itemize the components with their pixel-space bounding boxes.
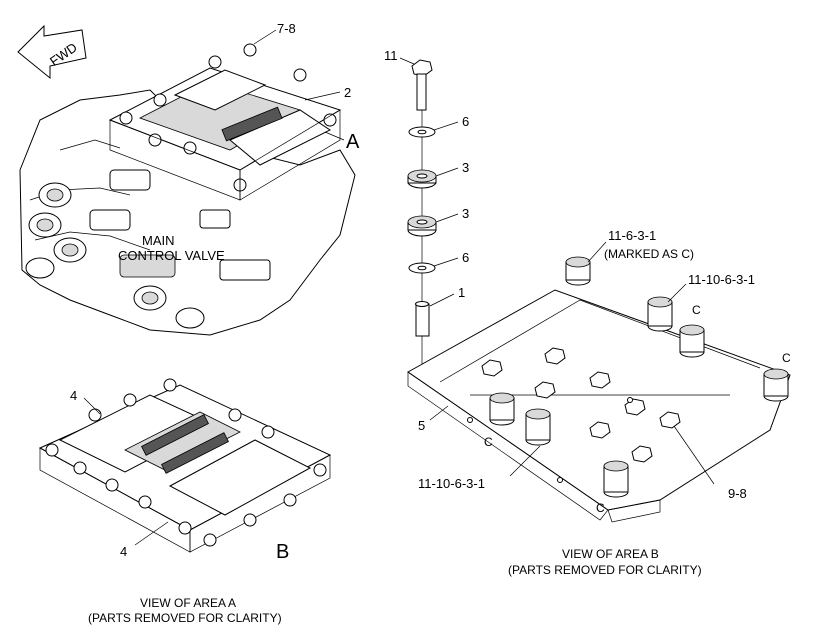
area-b-marker: B — [276, 541, 289, 563]
callout-2: 2 — [304, 85, 351, 101]
callout-6-bottom: 6 — [433, 250, 469, 267]
callout-11: 11 — [384, 48, 415, 65]
callout-11-6-3-1: 11-6-3-1 (MARKED AS C) — [587, 228, 694, 263]
svg-text:11-10-6-3-1: 11-10-6-3-1 — [418, 476, 485, 491]
svg-text:(PARTS REMOVED FOR CLARITY): (PARTS REMOVED FOR CLARITY) — [88, 611, 282, 625]
main-control-valve-illustration — [19, 43, 356, 336]
svg-text:11-10-6-3-1: 11-10-6-3-1 — [688, 272, 755, 287]
area-a-marker: A — [324, 131, 360, 153]
svg-text:3: 3 — [462, 206, 469, 221]
svg-text:9-8: 9-8 — [728, 486, 747, 501]
view-area-b-caption: VIEW OF AREA B (PARTS REMOVED FOR CLARIT… — [508, 547, 702, 577]
view-area-b-illustration — [407, 256, 791, 523]
svg-text:CONTROL VALVE: CONTROL VALVE — [118, 248, 225, 263]
main-control-valve-label: MAIN CONTROL VALVE — [118, 233, 225, 263]
svg-text:5: 5 — [418, 418, 425, 433]
callout-1: 1 — [429, 285, 465, 307]
solenoid-group — [25, 169, 271, 329]
view-b-spring-stacks — [489, 256, 789, 498]
callout-6-top: 6 — [433, 114, 469, 131]
svg-text:4: 4 — [70, 388, 77, 403]
callout-4-bottom: 4 — [120, 521, 169, 559]
callout-3-top: 3 — [435, 160, 469, 177]
fwd-arrow-icon: FWD — [17, 24, 87, 80]
callout-9-8: 9-8 — [673, 425, 747, 501]
callout-11-10-6-3-1-bottom: 11-10-6-3-1 — [418, 445, 541, 491]
svg-text:(MARKED AS C): (MARKED AS C) — [604, 247, 694, 261]
plate-bolts — [119, 43, 337, 192]
svg-text:1: 1 — [458, 285, 465, 300]
view-area-a-illustration — [38, 378, 332, 553]
svg-text:6: 6 — [462, 114, 469, 129]
svg-text:VIEW OF AREA B: VIEW OF AREA B — [562, 547, 659, 561]
callout-4-top: 4 — [70, 388, 101, 415]
c-mark: C — [692, 303, 701, 317]
svg-text:11: 11 — [384, 48, 398, 63]
view-b-bolts — [467, 347, 681, 483]
svg-text:VIEW OF AREA A: VIEW OF AREA A — [140, 596, 236, 610]
view-a-bolts — [45, 378, 327, 547]
svg-text:4: 4 — [120, 544, 127, 559]
callout-7-8: 7-8 — [253, 21, 296, 45]
svg-text:B: B — [276, 541, 289, 563]
callout-11-10-6-3-1-right: 11-10-6-3-1 — [667, 272, 755, 303]
callout-5: 5 — [418, 405, 449, 433]
c-mark: C — [596, 501, 605, 515]
svg-text:7-8: 7-8 — [277, 21, 296, 36]
svg-text:(PARTS REMOVED FOR CLARITY): (PARTS REMOVED FOR CLARITY) — [508, 563, 702, 577]
c-mark: C — [484, 435, 493, 449]
c-mark: C — [782, 351, 791, 365]
view-area-a-caption: VIEW OF AREA A (PARTS REMOVED FOR CLARIT… — [88, 596, 282, 625]
exploded-stack — [407, 59, 437, 378]
callout-3-bottom: 3 — [435, 206, 469, 223]
svg-text:6: 6 — [462, 250, 469, 265]
svg-text:11-6-3-1: 11-6-3-1 — [608, 228, 656, 243]
svg-text:2: 2 — [344, 85, 351, 100]
svg-text:3: 3 — [462, 160, 469, 175]
svg-text:A: A — [346, 131, 360, 153]
svg-text:MAIN: MAIN — [142, 233, 175, 248]
c-markings: C C C C — [484, 303, 791, 515]
